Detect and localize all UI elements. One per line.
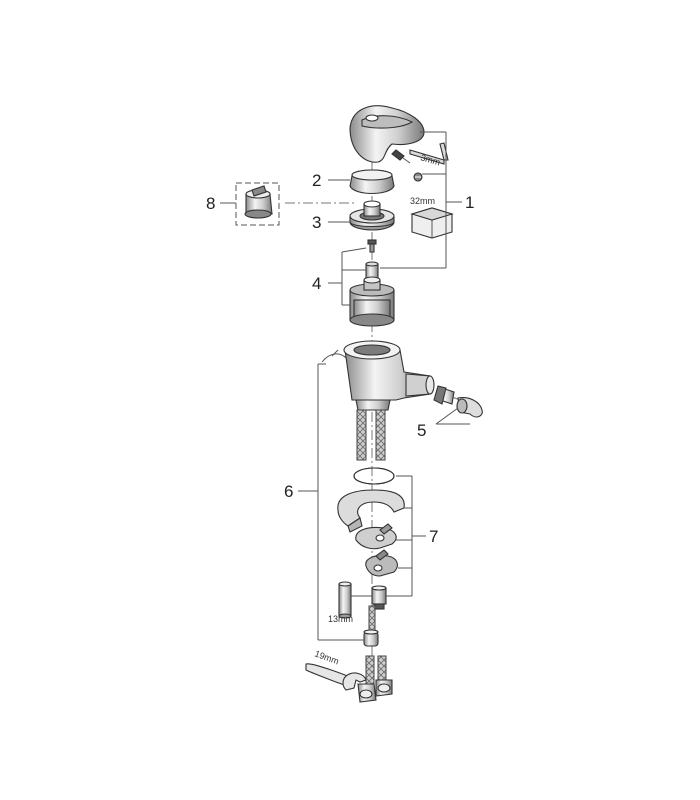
wrench-size-label: 19mm <box>313 648 340 666</box>
fixing-sleeve <box>338 581 352 619</box>
cover-cap <box>349 169 395 195</box>
allen-key-size-label: 3mm <box>419 152 441 167</box>
spray-swivel <box>433 385 483 418</box>
horseshoe-washer <box>337 489 405 533</box>
callout-8: 8 <box>206 194 215 213</box>
callout-6: 6 <box>284 482 293 501</box>
grub-screw <box>391 149 411 164</box>
o-ring <box>353 467 395 485</box>
rod-end-knob <box>363 629 379 647</box>
retaining-nut <box>349 200 395 231</box>
callout-2: 2 <box>312 171 321 190</box>
cap-plug <box>413 172 423 182</box>
callout-7: 7 <box>429 527 438 546</box>
cartridge <box>349 276 395 327</box>
fixing-plate <box>365 549 398 577</box>
lift-rod-hook <box>321 349 347 363</box>
callout-4: 4 <box>312 274 321 293</box>
adapter-piece <box>365 261 379 279</box>
metal-bracket <box>355 523 397 550</box>
socket-size-label: 32mm <box>410 196 435 206</box>
supply-hoses <box>356 409 386 461</box>
spanner-wrench <box>305 663 367 691</box>
callout-5: 5 <box>417 421 426 440</box>
callout-3: 3 <box>312 213 321 232</box>
sleeve-size-label: 13mm <box>328 614 353 624</box>
callout-1: 1 <box>465 193 474 212</box>
socket-tool <box>410 207 454 239</box>
leader-lines <box>220 131 470 641</box>
small-screw <box>367 239 377 253</box>
mixer-body <box>343 340 435 411</box>
hose-connectors <box>357 655 393 703</box>
spare-cartridge-box <box>235 182 280 226</box>
lever-handle <box>349 105 425 163</box>
